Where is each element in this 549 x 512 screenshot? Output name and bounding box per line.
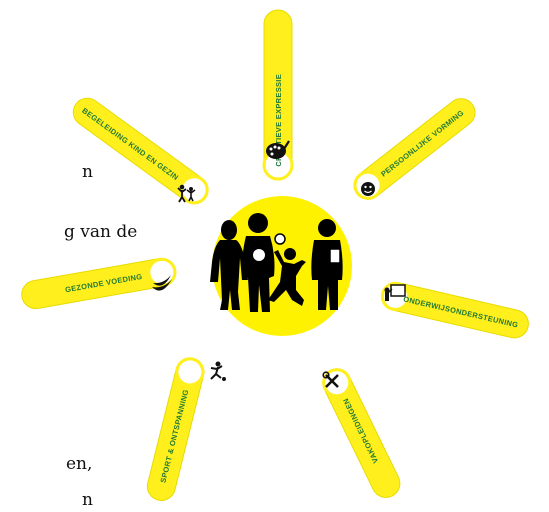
- smiley-icon: [361, 182, 375, 196]
- ray-label-persoonlijke-vorming: PERSOONLIJKE VORMING: [379, 108, 465, 178]
- ray-label-begeleiding-kind-en-gezin: BEGELEIDING KIND EN GEZIN: [80, 106, 180, 182]
- ray-vakopleidingen[interactable]: VAKOPLEIDINGEN: [318, 364, 405, 502]
- football-player-icon: [211, 362, 226, 382]
- ray-sport-ontspanning[interactable]: SPORT & ONTSPANNING: [144, 355, 206, 503]
